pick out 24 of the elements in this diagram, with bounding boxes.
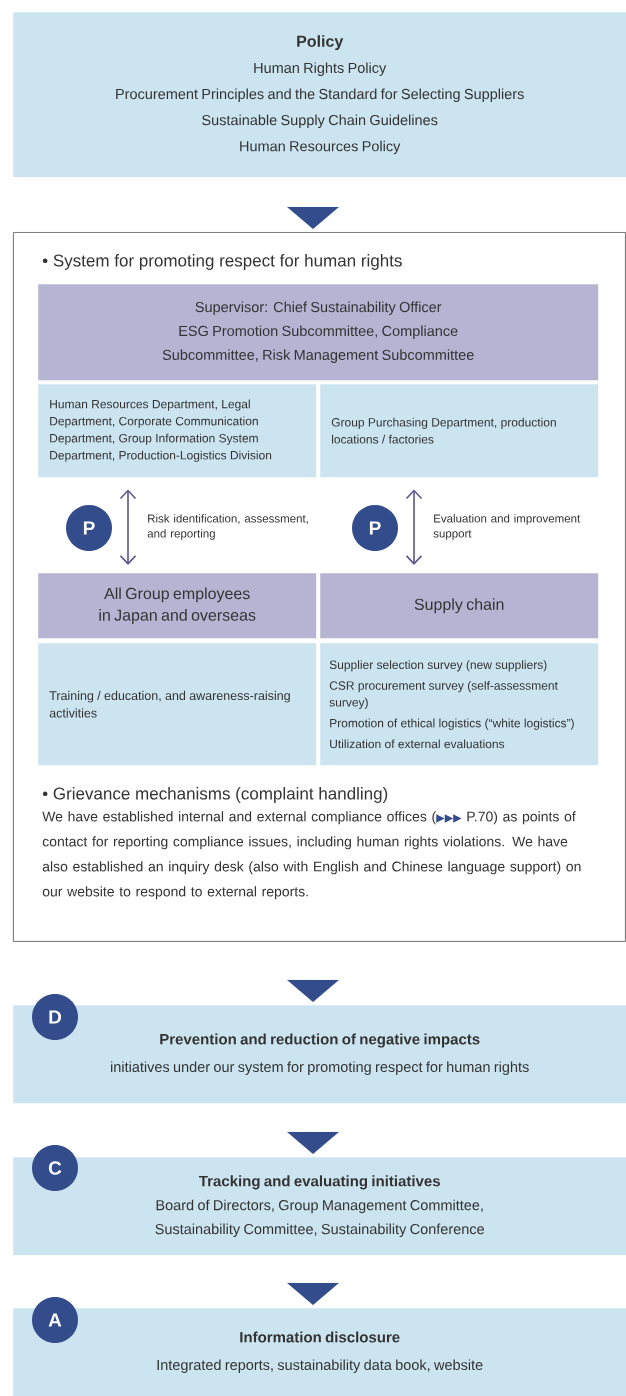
department-box: Human Resources Department, Legal Department, Corporate Communication Department, Group Information System Department, Production-Logistics Division <box>38 384 317 478</box>
activity-box: Supplier selection survey (new suppliers) CSR procurement survey (self-assessment survey) Promotion of ethical logistics (“white logistics”) Utilization of external evaluations <box>320 643 599 766</box>
step-badge: C <box>32 1145 78 1191</box>
step-badge: D <box>32 994 78 1040</box>
down-arrow <box>287 206 339 229</box>
target-box: Supply chain <box>320 573 599 639</box>
step-badge: P <box>66 505 112 551</box>
paragraph: We have established internal and external compliance offices (▶▶▶ P.70) as points of contact for reporting compliance issues, including human rights violations. We have also established an inquiry desk (also with English and Chinese language support) on our website to respond to external reports. <box>42 811 581 900</box>
activity-box: Training / education, and awareness-raising activities <box>38 643 317 766</box>
policy-box: Policy Human Rights Policy Procurement Principles and the Standard for Selecting Suppliers Sustainable Supply Chain Guidelines Human Resources Policy <box>13 12 626 178</box>
edge-label: Evaluation and improvement support <box>433 514 581 540</box>
double-arrow <box>119 489 137 565</box>
step-badge: A <box>32 1297 78 1343</box>
down-arrow <box>287 1131 339 1154</box>
section-heading: • System for promoting respect for human rights <box>42 254 402 270</box>
department-box: Group Purchasing Department, production locations / factories <box>320 384 599 478</box>
step-badge: P <box>352 505 398 551</box>
edge-label: Risk identification, assessment, and reporting <box>147 514 308 540</box>
target-box: All Group employees in Japan and overseas <box>38 573 317 639</box>
section-heading: • Grievance mechanisms (complaint handling) <box>42 787 388 803</box>
down-arrow <box>287 979 339 1002</box>
supervisor-box: Supervisor: Chief Sustainability Officer ESG Promotion Subcommittee, Compliance Subcommittee, Risk Management Subcommittee <box>38 284 599 381</box>
down-arrow <box>287 1282 339 1305</box>
double-arrow <box>405 489 423 565</box>
